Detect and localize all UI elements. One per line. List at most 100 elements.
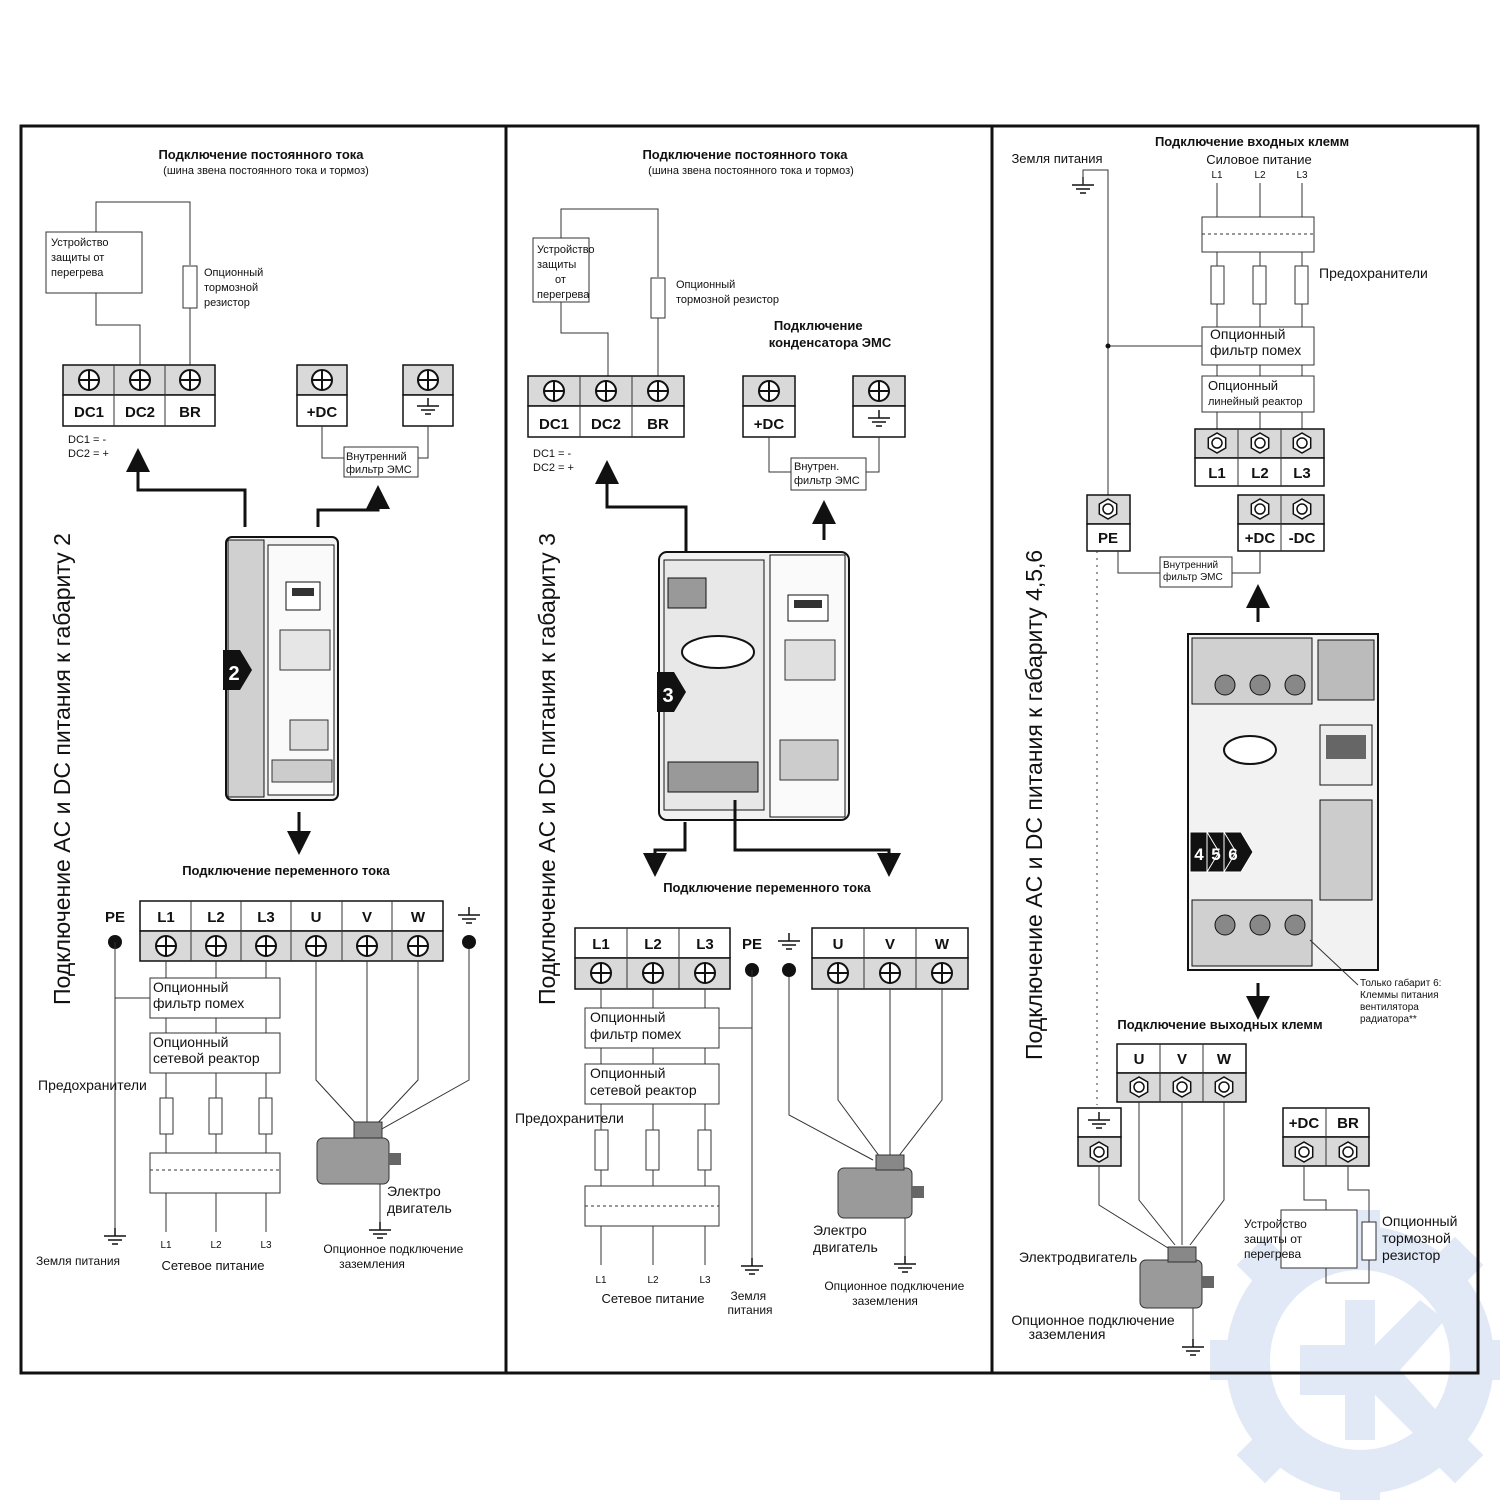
terminal-screw-icon bbox=[931, 962, 953, 984]
terminal-screw-icon bbox=[694, 962, 716, 984]
drive-badge-shape bbox=[223, 650, 252, 690]
terminal-nut-icon bbox=[1250, 498, 1270, 520]
optional-ground-label: Опционное подключение заземления bbox=[1011, 1312, 1178, 1342]
ground-symbol-top bbox=[778, 933, 800, 950]
noise-filter-box bbox=[149, 977, 281, 1019]
line-label-l3: L3 bbox=[1296, 170, 1308, 181]
ground-symbol bbox=[417, 398, 439, 415]
vertical-title: Подключение AC и DC питания к габариту 3 bbox=[534, 533, 560, 1005]
brake-resistor-label: Опционный тормозной резистор bbox=[1382, 1213, 1461, 1263]
brake-resistor-label: Опционный тормозной резистор bbox=[204, 267, 266, 309]
ac-connection-title: Подключение переменного тока bbox=[182, 863, 390, 878]
terminal-nut-icon bbox=[1292, 498, 1312, 520]
terminal-screw-icon bbox=[647, 380, 669, 402]
line-label-l2: L2 bbox=[647, 1275, 659, 1286]
terminal-minus-dc: -DC bbox=[1289, 530, 1316, 547]
motor-label: Электро двигатель bbox=[813, 1222, 878, 1255]
noise-filter-label: Опционный фильтр помех bbox=[153, 979, 244, 1011]
terminal-l1: L1 bbox=[592, 936, 610, 953]
overheat-protection-label: Устройство защиты от перегрева bbox=[537, 244, 598, 301]
drive-badge-shapes bbox=[1189, 831, 1254, 873]
panel-frame-size-4-5-6: Подключение входных клемм Земля питания … bbox=[1011, 134, 1461, 1356]
terminal-screw-icon bbox=[129, 369, 151, 391]
terminal-nut-icon bbox=[1338, 1141, 1358, 1163]
internal-emc-filter-box bbox=[1159, 556, 1233, 588]
mains-supply-label: Сетевое питание bbox=[601, 1291, 704, 1306]
noise-filter-box bbox=[1201, 326, 1315, 366]
terminal-screw-icon bbox=[179, 369, 201, 391]
overheat-protection-label: Устройство защиты от перегрева bbox=[51, 237, 112, 279]
motor-terminal-block: U V W bbox=[811, 927, 969, 990]
ground-symbol bbox=[1088, 1112, 1110, 1129]
brake-resistor-symbol bbox=[650, 277, 666, 319]
ground-dot bbox=[782, 963, 796, 977]
terminal-dc2: DC2 bbox=[591, 416, 621, 433]
fuses-label: Предохранители bbox=[1319, 265, 1428, 281]
terminal-l2: L2 bbox=[207, 909, 225, 926]
overheat-protection-label: Устройство защиты от перегрева bbox=[1244, 1217, 1310, 1261]
dc-connection-title: Подключение постоянного тока bbox=[158, 147, 364, 162]
terminal-u: U bbox=[833, 936, 844, 953]
ground-dot bbox=[462, 935, 476, 949]
input-terminals-title: Подключение входных клемм bbox=[1155, 134, 1349, 149]
overheat-protection-box bbox=[1280, 1209, 1358, 1269]
terminal-u: U bbox=[311, 909, 322, 926]
vertical-title: Подключение AC и DC питания к габариту 2 bbox=[49, 533, 75, 1005]
internal-emc-filter-box bbox=[343, 446, 419, 478]
fuse-symbols bbox=[594, 1129, 712, 1171]
line-reactor-box bbox=[149, 1032, 281, 1074]
fan-terminals-note: Только габарит 6: Клеммы питания вентиля… bbox=[1360, 977, 1444, 1025]
dc-terminal-block: +DC -DC bbox=[1237, 494, 1325, 552]
line-terminal-block: L1 L2 L3 bbox=[574, 927, 731, 990]
panel-frame-size-3: Подключение постоянного тока (шина звена… bbox=[515, 147, 969, 1317]
terminal-nut-icon bbox=[1294, 1141, 1314, 1163]
terminal-v: V bbox=[362, 909, 372, 926]
terminal-screw-icon bbox=[305, 935, 327, 957]
dc-connection-subtitle: (шина звена постоянного тока и тормоз) bbox=[163, 165, 369, 177]
dc-terminal-block: DC1 DC2 BR bbox=[527, 375, 685, 438]
internal-emc-filter-label: Внутрен. фильтр ЭМС bbox=[794, 461, 860, 487]
terminal-plus-dc: +DC bbox=[754, 416, 785, 433]
drive-size-badge-5: 5 bbox=[1211, 845, 1220, 864]
terminal-v: V bbox=[1177, 1051, 1187, 1068]
terminal-pe: PE bbox=[1098, 530, 1118, 547]
terminal-plus-dc: +DC bbox=[1289, 1115, 1320, 1132]
dc-connection-subtitle: (шина звена постоянного тока и тормоз) bbox=[648, 165, 854, 177]
terminal-screw-icon bbox=[417, 369, 439, 391]
motor-terminal-block: U V W bbox=[1116, 1043, 1247, 1103]
line-reactor-label: Опционный линейный реактор bbox=[1208, 378, 1303, 408]
ac-connection-title: Подключение переменного тока bbox=[663, 880, 871, 895]
line-label-l2: L2 bbox=[1254, 170, 1266, 181]
fuse-symbols bbox=[1210, 265, 1309, 305]
supply-ground-label: Земля питания bbox=[36, 1254, 120, 1268]
overheat-protection-box bbox=[45, 231, 143, 294]
pe-label: PE bbox=[742, 936, 762, 953]
terminal-plus-dc: +DC bbox=[1245, 530, 1276, 547]
terminal-nut-icon bbox=[1207, 432, 1227, 454]
internal-emc-filter-label: Внутренний фильтр ЭМС bbox=[1163, 560, 1223, 583]
ground-symbol-motor bbox=[369, 1222, 391, 1239]
disconnect-switch bbox=[149, 1152, 281, 1194]
brake-terminal-block: +DC BR bbox=[1282, 1107, 1370, 1167]
terminal-screw-icon bbox=[155, 935, 177, 957]
terminal-screw-icon bbox=[78, 369, 100, 391]
line-terminal-block: L1 L2 L3 bbox=[1194, 428, 1325, 487]
fuses-label: Предохранители bbox=[515, 1110, 624, 1126]
terminal-br: BR bbox=[179, 404, 201, 421]
fuses-label: Предохранители bbox=[38, 1077, 147, 1093]
terminal-screw-icon bbox=[879, 962, 901, 984]
output-terminals-title: Подключение выходных клемм bbox=[1117, 1017, 1322, 1032]
dc-connection-title: Подключение постоянного тока bbox=[642, 147, 848, 162]
terminal-dc1: DC1 bbox=[74, 404, 104, 421]
terminal-nut-icon bbox=[1214, 1076, 1234, 1098]
terminal-nut-icon bbox=[1292, 432, 1312, 454]
terminal-screw-icon bbox=[595, 380, 617, 402]
terminal-w: W bbox=[411, 909, 426, 926]
terminal-screw-icon bbox=[205, 935, 227, 957]
terminal-screw-icon bbox=[642, 962, 664, 984]
drive-size-badge-4: 4 bbox=[1194, 845, 1204, 864]
optional-ground-label: Опционное подключение заземления bbox=[323, 1242, 466, 1271]
noise-filter-label: Опционный фильтр помех bbox=[590, 1009, 681, 1042]
overheat-protection-box bbox=[532, 237, 590, 303]
line-label-l1: L1 bbox=[1211, 170, 1223, 181]
